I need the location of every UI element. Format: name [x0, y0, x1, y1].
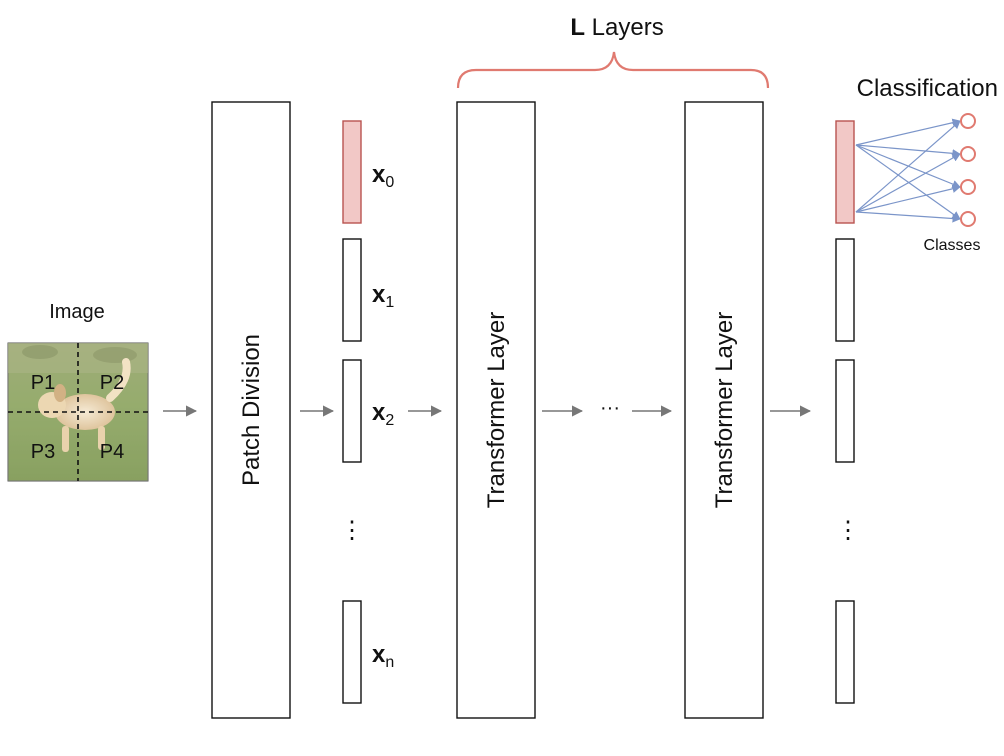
patch-label-p4: P4	[100, 441, 124, 463]
transformer-layer-last	[684, 101, 764, 719]
output-token-2-box	[835, 359, 855, 463]
patch-label-p3: P3	[31, 441, 55, 463]
patch-division-block	[211, 101, 291, 719]
classification-fc-lines	[855, 118, 961, 223]
output-ellipsis: ⋮	[836, 517, 860, 544]
layers-title-rest: Layers	[585, 14, 664, 41]
classification-title: Classification	[857, 75, 998, 102]
transformer-layer-last-label: Transformer Layer	[711, 312, 738, 509]
token-x0-label: x0	[372, 161, 394, 191]
token-x1-label: x1	[372, 281, 394, 311]
token-xn-label: xn	[372, 641, 394, 671]
layers-title: L Layers	[570, 14, 663, 41]
image-label: Image	[49, 301, 105, 323]
class-node-4	[960, 211, 976, 227]
class-node-2	[960, 146, 976, 162]
transformer-layer-first-label: Transformer Layer	[483, 312, 510, 509]
token-x1-box	[342, 238, 362, 342]
layers-title-l: L	[570, 14, 585, 41]
transformer-ellipsis: ···	[600, 397, 620, 419]
patch-label-p2: P2	[100, 372, 124, 394]
classes-label: Classes	[924, 237, 981, 254]
output-token-n-box	[835, 600, 855, 704]
patch-label-p1: P1	[31, 372, 55, 394]
class-node-1	[960, 113, 976, 129]
class-node-3	[960, 179, 976, 195]
output-token-1-box	[835, 238, 855, 342]
patch-division-label: Patch Division	[238, 334, 265, 486]
layers-brace	[456, 51, 770, 89]
token-ellipsis: ⋮	[340, 517, 364, 544]
token-x2-label: x2	[372, 399, 394, 429]
token-x0-box	[342, 120, 362, 224]
input-image: P1 P2 P3 P4	[7, 342, 149, 482]
transformer-layer-first	[456, 101, 536, 719]
token-x2-box	[342, 359, 362, 463]
output-cls-box	[835, 120, 855, 224]
token-xn-box	[342, 600, 362, 704]
